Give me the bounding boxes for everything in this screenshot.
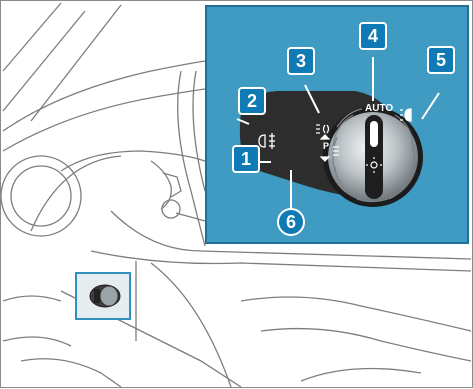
- callout-3: 3: [287, 47, 315, 75]
- callout-4: 4: [359, 22, 387, 50]
- small-light-switch-icon: [90, 285, 120, 307]
- auto-position-label: AUTO: [365, 103, 393, 114]
- light-switch-knob[interactable]: [323, 107, 423, 207]
- callout-6: 6: [277, 208, 305, 236]
- callout-5: 5: [427, 46, 455, 74]
- callout-2: 2: [238, 87, 266, 115]
- callout-1: 1: [232, 145, 260, 173]
- parking-position-label: P: [323, 141, 329, 151]
- switch-zoom-inset: AUTO P: [205, 5, 469, 244]
